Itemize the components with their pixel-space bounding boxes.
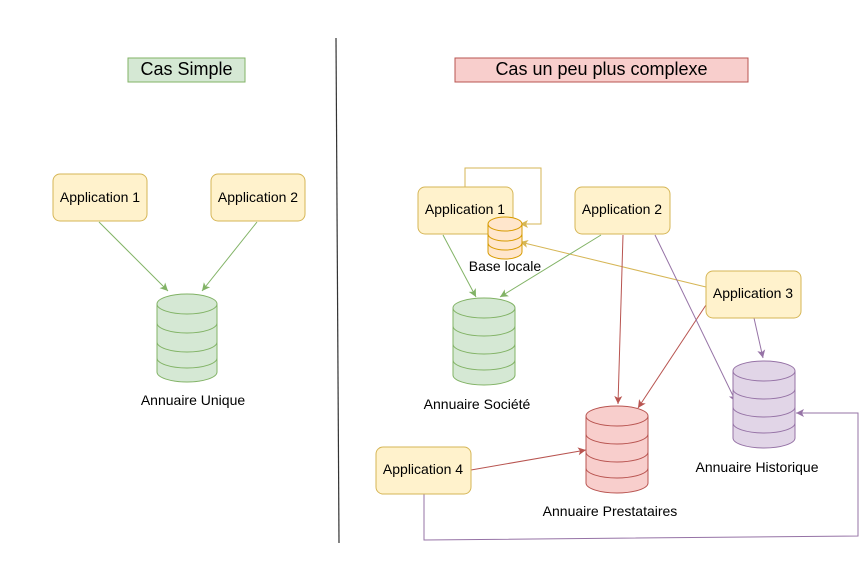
edge-app2-prestataires: [614, 234, 624, 405]
annuaire-unique-db[interactable]: Annuaire Unique: [141, 293, 246, 408]
edge-simple-app1-db: [98, 221, 169, 292]
section-divider: [335, 37, 340, 544]
simple-application-2[interactable]: Application 2: [210, 173, 306, 222]
edge-simple-app2-db: [201, 221, 258, 292]
annuaire-societe-label: Annuaire Société: [424, 396, 531, 412]
database-icon: [487, 216, 523, 260]
base-locale-label: Base locale: [469, 258, 542, 274]
database-icon: [585, 405, 649, 494]
complex-application-3-label: Application 3: [713, 285, 793, 301]
annuaire-societe-db[interactable]: Annuaire Société: [424, 297, 531, 412]
edge-app2-societe: [499, 234, 602, 298]
complex-application-4-label: Application 4: [383, 461, 463, 477]
base-locale-db[interactable]: Base locale: [469, 216, 542, 274]
title-simple-text: Cas Simple: [140, 59, 232, 79]
edge-app4-historique: [423, 409, 859, 541]
annuaire-historique-label: Annuaire Historique: [696, 459, 819, 475]
annuaire-unique-label: Annuaire Unique: [141, 392, 246, 408]
complex-application-1-label: Application 1: [425, 201, 505, 217]
simple-application-1[interactable]: Application 1: [52, 173, 148, 222]
complex-application-4[interactable]: Application 4: [375, 446, 472, 495]
simple-application-1-label: Application 1: [60, 189, 140, 205]
annuaire-prestataires-db[interactable]: Annuaire Prestataires: [543, 405, 678, 519]
edge-app3-prestataires: [637, 304, 707, 409]
edge-app3-localdb: [519, 239, 707, 288]
edge-app4-prestataires: [470, 447, 587, 471]
title-complex: Cas un peu plus complexe: [454, 57, 749, 83]
complex-application-3[interactable]: Application 3: [705, 270, 802, 319]
complex-application-2[interactable]: Application 2: [574, 186, 671, 235]
database-icon: [452, 297, 516, 386]
title-simple: Cas Simple: [127, 57, 246, 83]
database-icon: [156, 293, 218, 383]
database-icon: [732, 360, 796, 449]
title-complex-text: Cas un peu plus complexe: [495, 59, 707, 79]
complex-application-2-label: Application 2: [582, 201, 662, 217]
annuaire-prestataires-label: Annuaire Prestataires: [543, 503, 678, 519]
annuaire-historique-db[interactable]: Annuaire Historique: [696, 360, 819, 475]
edge-app1-societe: [442, 234, 477, 298]
simple-application-2-label: Application 2: [218, 189, 298, 205]
edge-app2-historique: [654, 234, 737, 403]
edge-app3-historique: [753, 317, 766, 359]
edge-app1-localdb-loop: [464, 167, 542, 228]
